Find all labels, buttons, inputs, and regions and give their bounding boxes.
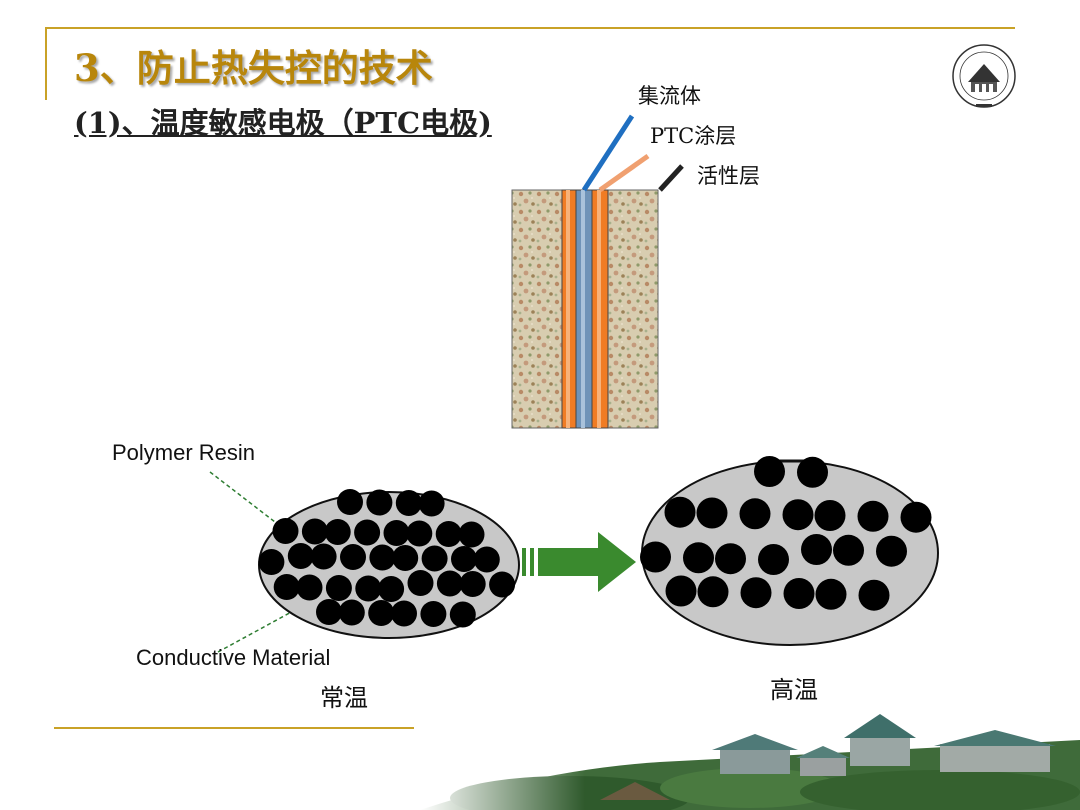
conductive-particle-19: [451, 546, 477, 572]
conductive-particle-2: [395, 490, 422, 516]
conductive-particle-hot-12: [758, 544, 789, 575]
current-collector-label: 集流体: [638, 84, 701, 108]
conductive-particle-34: [420, 601, 447, 627]
conductive-particle-4: [272, 518, 299, 544]
conductive-particle-6: [324, 519, 351, 545]
conductive-particle-24: [355, 575, 382, 602]
conductive-particle-hot-13: [801, 534, 832, 565]
conductive-particle-hot-17: [697, 576, 729, 608]
conductive-particle-hot-16: [665, 575, 697, 607]
conductive-particle-3: [418, 490, 445, 517]
conductive-particle-23: [325, 575, 352, 601]
slide-title: 3、防止热失控的技术: [74, 46, 433, 90]
active-layer-label: 活性层: [697, 164, 760, 188]
conductive-particle-hot-3: [696, 497, 728, 529]
conductive-particle-hot-10: [683, 542, 714, 574]
current-collector-leader: [581, 114, 635, 192]
bottom-divider: [54, 727, 414, 729]
conductive-material-leader: [217, 602, 309, 653]
conductive-particle-22: [296, 574, 323, 601]
conductive-particle-hot-19: [783, 578, 815, 609]
active-layer-right: [607, 189, 659, 429]
conductive-particle-0: [337, 489, 363, 515]
conductive-particle-hot-6: [814, 500, 846, 531]
conductive-particle-7: [354, 519, 381, 546]
conductive-particle-hot-5: [782, 499, 814, 531]
left-accent-line: [45, 27, 47, 100]
conductive-particles-high: [640, 456, 932, 611]
conductive-particle-35: [449, 601, 476, 628]
conductive-particle-hot-14: [833, 534, 864, 566]
ptc-coating-label: PTC涂层: [650, 124, 737, 148]
conductive-particle-16: [369, 544, 396, 571]
conductive-material-label: Conductive Material: [136, 645, 331, 670]
conductive-particle-hot-0: [754, 456, 785, 487]
conductive-particle-27: [436, 570, 463, 597]
conductive-particle-28: [459, 571, 486, 597]
conductive-particle-17: [392, 545, 419, 571]
conductive-particle-11: [458, 521, 485, 548]
conductive-particle-32: [368, 600, 395, 626]
conductive-particle-hot-2: [664, 496, 696, 528]
conductive-particle-8: [383, 520, 410, 546]
ptc-coating-leader: [598, 153, 650, 193]
slide-subtitle: (1)、温度敏感电极（PTC电极): [74, 106, 492, 140]
active-layer-left: [511, 189, 563, 429]
conductive-particles-normal: [258, 489, 516, 628]
ptc-electrode-diagram: [511, 114, 684, 429]
conductive-particle-31: [338, 599, 365, 626]
conductive-particle-13: [287, 543, 314, 569]
top-divider: [45, 27, 1015, 29]
wuhan-university-seal-icon: [952, 44, 1016, 108]
conductive-particle-15: [340, 544, 366, 570]
conductive-particle-hot-1: [797, 456, 828, 488]
conductive-particle-10: [435, 521, 462, 547]
conductive-particle-9: [406, 520, 433, 547]
normal-temp-composite: [258, 489, 520, 639]
conductive-particle-hot-9: [640, 541, 671, 573]
conductive-particle-1: [366, 489, 393, 516]
conductive-particle-14: [310, 543, 337, 570]
conductive-particle-29: [489, 571, 516, 598]
conductive-particle-20: [473, 546, 500, 573]
conductive-particle-hot-4: [739, 498, 771, 530]
conductive-particle-33: [391, 600, 417, 627]
conductive-particle-25: [378, 576, 405, 602]
conductive-particle-21: [273, 574, 300, 600]
conductive-particle-12: [258, 549, 285, 575]
conductive-particle-hot-21: [858, 579, 890, 611]
conductive-particle-hot-15: [876, 535, 907, 567]
polymer-resin-label: Polymer Resin: [112, 440, 256, 465]
conductive-particle-30: [316, 599, 342, 625]
conductive-particle-26: [407, 570, 434, 596]
high-temp-label: 高温: [770, 676, 818, 704]
conductive-particle-hot-18: [740, 577, 772, 609]
normal-temp-label: 常温: [320, 684, 368, 712]
conductive-particle-hot-7: [857, 500, 889, 532]
conductive-particle-hot-20: [815, 578, 847, 610]
active-layer-leader: [658, 164, 684, 192]
conductive-particle-5: [301, 518, 328, 545]
high-temp-composite: [640, 456, 939, 646]
conductive-particle-18: [421, 545, 448, 572]
polymer-resin-leader: [209, 471, 291, 534]
transition-arrow: [522, 532, 636, 592]
campus-panorama-image: [420, 700, 1080, 810]
conductive-particle-hot-8: [900, 501, 932, 533]
conductive-particle-hot-11: [715, 543, 746, 575]
